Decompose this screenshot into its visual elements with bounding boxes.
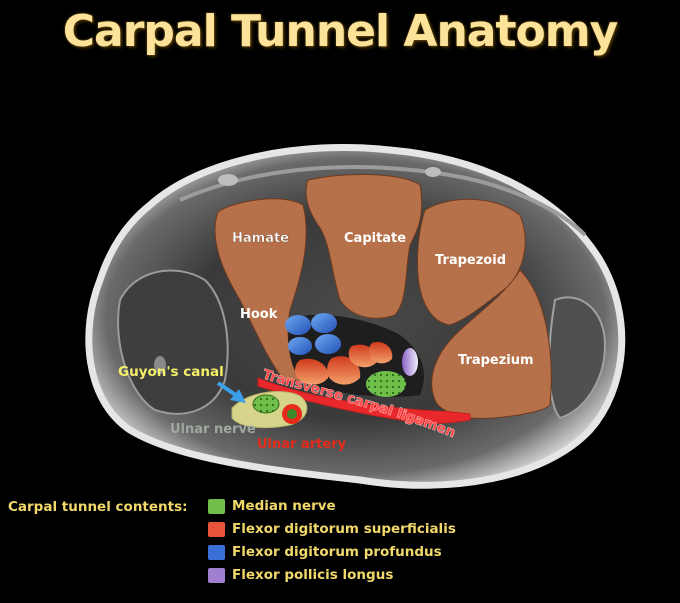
capitate-label: Capitate [344, 231, 406, 246]
ulnar-nerve-label: Ulnar nerve [170, 422, 256, 437]
hook-label: Hook [240, 307, 278, 322]
legend-item-label: Flexor digitorum profundus [232, 544, 442, 560]
legend-swatch [208, 499, 225, 514]
trapezoid-label: Trapezoid [435, 253, 506, 268]
legend-swatch [208, 545, 225, 560]
ulnar-artery-lumen [287, 409, 297, 419]
fdp-tendon [288, 337, 312, 355]
legend-swatch [208, 568, 225, 583]
ulnar-artery-label: Ulnar artery [257, 437, 347, 452]
legend-item-label: Flexor pollicis longus [232, 567, 394, 583]
fds-tendon [295, 358, 329, 385]
fpl-tendon [402, 348, 418, 376]
legend: Carpal tunnel contents: Median nerve Fle… [8, 495, 528, 595]
guyons-canal-label: Guyon's canal [118, 364, 224, 380]
hypothenar-muscle [117, 269, 229, 415]
fds-tendon [327, 356, 361, 385]
trapezium-label: Trapezium [458, 353, 534, 368]
trapezoid-bone [417, 198, 526, 326]
subcutaneous-vessel [218, 174, 238, 186]
transverse-carpal-ligament [257, 377, 471, 424]
legend-swatch [208, 522, 225, 537]
capitate-bone [305, 174, 423, 319]
fdp-tendon [315, 334, 341, 354]
legend-heading: Carpal tunnel contents: [8, 499, 188, 515]
legend-item-label: Median nerve [232, 498, 336, 514]
fdp-tendon [311, 313, 337, 333]
page-title: Carpal Tunnel Anatomy [62, 6, 619, 57]
subcutaneous-vessel [425, 167, 441, 177]
arrow-head [230, 389, 246, 403]
subcutaneous-vessel [154, 356, 166, 374]
fdp-tendon [285, 315, 311, 335]
legend-item-label: Flexor digitorum superficialis [232, 521, 456, 537]
fds-tendon [368, 342, 393, 364]
hamate-label: Hamate [232, 231, 289, 246]
median-nerve [366, 371, 406, 397]
ulnar-nerve [252, 394, 280, 414]
